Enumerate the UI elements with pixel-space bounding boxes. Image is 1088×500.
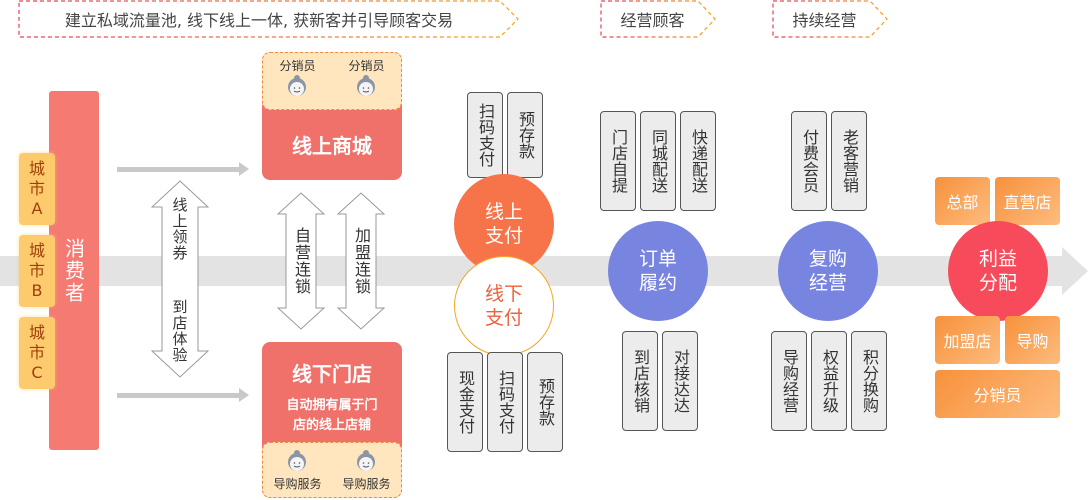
- tag-outline: [772, 0, 888, 38]
- staff-label: 导购服务: [342, 477, 391, 491]
- self-operated-label: 自营连锁: [292, 227, 311, 295]
- fulfillment-method: 门店自提: [600, 111, 636, 211]
- party-headquarters: 总部: [935, 177, 990, 225]
- double-arrow-franchise: [336, 192, 386, 330]
- tag-outline: [18, 0, 519, 38]
- offline-store-subtitle-1: 自动拥有属于门: [286, 398, 378, 413]
- offline-pay-method: 现金支付: [447, 352, 483, 452]
- online-mall-staff: 分销员 分销员: [262, 52, 402, 110]
- city-text: 市: [28, 343, 45, 362]
- support-agent-icon: [288, 75, 307, 96]
- stage-tag-label: 持续经营: [792, 11, 857, 30]
- circle-text: 支付: [484, 225, 523, 247]
- profit-distribution-circle: 利益 分配: [948, 221, 1048, 321]
- circle-text: 分配: [978, 272, 1017, 294]
- support-agent-icon: [357, 75, 376, 96]
- circle-text: 履约: [638, 272, 677, 294]
- offline-pay-method: 扫码支付: [487, 352, 523, 452]
- staff-distributor: 分销员: [279, 53, 316, 109]
- city-b: 城 市 B: [19, 235, 55, 307]
- stage-tag-sustain: 持续经营: [772, 0, 897, 38]
- party-franchise-store: 加盟店: [935, 316, 1000, 364]
- franchise-label: 加盟连锁: [352, 227, 371, 295]
- repurchase-method: 付费会员: [791, 111, 827, 211]
- party-shopping-guide: 导购: [1005, 316, 1060, 364]
- city-text: 市: [28, 179, 45, 198]
- city-text: 城: [28, 159, 45, 178]
- coupon-label: 线上领券 到店体验: [170, 197, 189, 363]
- circle-text: 复购: [808, 248, 847, 270]
- support-agent-icon: [357, 450, 376, 471]
- offline-store-title: 线下门店: [292, 362, 372, 386]
- circle-text: 订单: [638, 248, 677, 270]
- double-arrow-coupon: [150, 180, 210, 378]
- staff-shopping-guide: 导购服务: [273, 443, 322, 497]
- repurchase-method: 导购经营: [771, 331, 807, 431]
- consumer-bar: 消费者: [49, 91, 99, 450]
- order-fulfillment-circle: 订单 履约: [608, 221, 708, 321]
- offline-pay-method: 预存款: [527, 352, 563, 452]
- circle-text: 线上: [484, 201, 523, 223]
- fulfillment-method: 快递配送: [680, 111, 716, 211]
- offline-store-card: 线下门店 自动拥有属于门 店的线上店铺 导购服务 导购服务: [262, 342, 402, 498]
- circle-text: 支付: [484, 307, 523, 329]
- offline-store-staff: 导购服务 导购服务: [262, 442, 402, 498]
- city-c: 城 市 C: [19, 317, 55, 389]
- circle-text: 线下: [484, 283, 523, 305]
- support-agent-icon: [288, 450, 307, 471]
- stage-tag-label: 建立私域流量池, 线下线上一体, 获新客并引导顾客交易: [64, 11, 454, 30]
- online-mall-title: 线上商城: [292, 134, 372, 158]
- repurchase-method: 积分换购: [851, 331, 887, 431]
- flow-arrow-head: [1062, 247, 1088, 295]
- stage-tag-label: 经营顾客: [620, 11, 685, 30]
- staff-shopping-guide: 导购服务: [342, 443, 391, 497]
- staff-distributor: 分销员: [348, 53, 385, 109]
- city-text: 城: [28, 323, 45, 342]
- stage-tag-customers: 经营顾客: [600, 0, 725, 38]
- offline-store-subtitle-2: 店的线上店铺: [292, 418, 371, 433]
- party-direct-store: 直营店: [995, 177, 1060, 225]
- offline-payment-circle: 线下 支付: [454, 256, 554, 356]
- repurchase-method: 权益升级: [811, 331, 847, 431]
- repurchase-circle: 复购 经营: [778, 221, 878, 321]
- staff-label: 导购服务: [273, 477, 322, 491]
- fulfillment-method: 到店核销: [622, 331, 658, 431]
- circle-text: 利益: [978, 248, 1017, 270]
- city-text: 城: [28, 241, 45, 260]
- party-distributor: 分销员: [935, 370, 1060, 418]
- tag-outline: [600, 0, 716, 38]
- fulfillment-method: 同城配送: [640, 111, 676, 211]
- city-a: 城 市 A: [19, 153, 55, 225]
- staff-label: 分销员: [348, 59, 385, 73]
- stage-tag-acquire: 建立私域流量池, 线下线上一体, 获新客并引导顾客交易: [18, 0, 520, 38]
- city-text: 市: [28, 261, 45, 280]
- online-mall-card: 分销员 分销员 线上商城: [262, 52, 402, 180]
- arrow-to-offline-store: [117, 388, 249, 402]
- city-text: C: [31, 363, 43, 382]
- city-text: B: [31, 281, 43, 300]
- online-pay-method: 预存款: [507, 92, 543, 178]
- circle-text: 经营: [808, 272, 847, 294]
- double-arrow-self-operated: [276, 192, 326, 330]
- staff-label: 分销员: [279, 59, 316, 73]
- fulfillment-method: 对接达达: [662, 331, 698, 431]
- city-text: A: [31, 199, 43, 218]
- online-pay-method: 扫码支付: [467, 92, 503, 178]
- arrow-to-online-mall: [117, 162, 249, 176]
- repurchase-method: 老客营销: [831, 111, 867, 211]
